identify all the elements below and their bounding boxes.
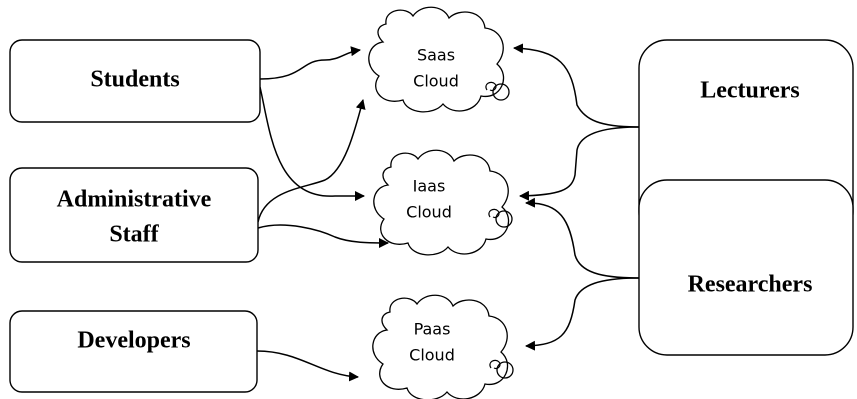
paas-cloud: Paas Cloud [372,294,514,399]
arrow-admin-to-saas [257,99,366,223]
lecturers-label: Lecturers [700,78,800,104]
administrative-staff-box [9,167,259,263]
developers-box [9,310,258,393]
arrow-researchers-to-paas [525,277,640,351]
researchers-box [638,179,854,356]
actor-developers: Developers [9,310,258,393]
saas-cloud: Saas Cloud [368,6,510,113]
saas-cloud-label-line1: Saas [417,46,455,65]
administrative-staff-label-line2: Staff [109,222,159,248]
arrow-admin-to-iaas [257,224,389,248]
paas-cloud-label-line2: Cloud [409,346,455,365]
arrow-students-to-saas [259,46,361,80]
actor-researchers: Researchers [638,179,854,356]
actor-students: Students [9,39,261,123]
administrative-staff-label-line1: Administrative [57,187,212,213]
paas-cloud-label-line1: Paas [414,320,451,339]
arrow-lecturers-to-saas [513,43,640,128]
actor-administrative-staff: Administrative Staff [9,167,259,263]
students-label: Students [90,67,179,93]
arrow-students-to-iaas [259,86,365,201]
saas-cloud-label-line2: Cloud [413,72,459,91]
developers-label: Developers [77,328,190,354]
researchers-label: Researchers [688,272,813,298]
arrow-lecturers-to-iaas [519,126,640,201]
iaas-cloud: Iaas Cloud [373,149,513,256]
arrow-researchers-to-iaas [525,197,640,279]
connectors [256,43,640,382]
iaas-cloud-label-line2: Cloud [406,203,452,222]
arrow-developers-to-paas [256,350,359,382]
iaas-cloud-label-line1: Iaas [413,177,446,196]
students-box [9,39,261,123]
